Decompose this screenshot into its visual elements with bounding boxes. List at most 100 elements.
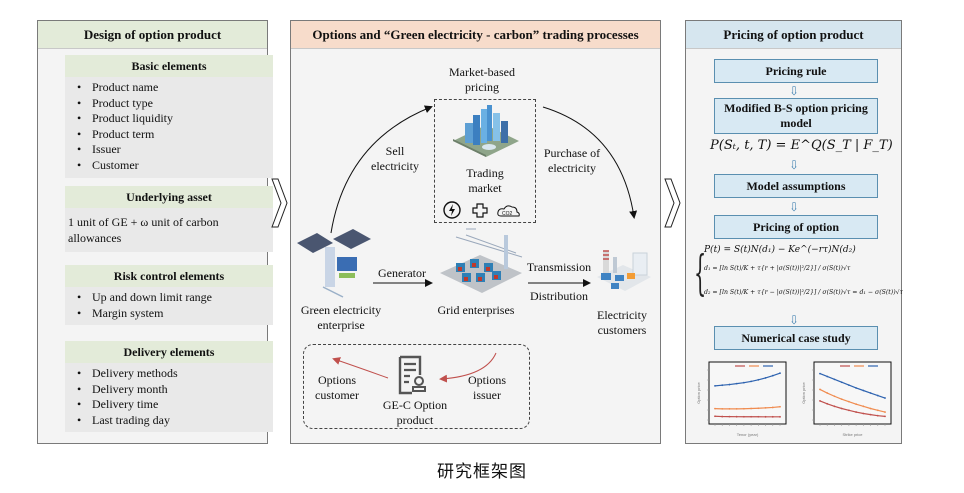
point-series-2 bbox=[884, 411, 886, 413]
point-series-2 bbox=[735, 407, 738, 410]
modified-bs-model-step: Modified B-S option pricing model bbox=[714, 98, 878, 134]
pricing-of-option-step: Pricing of option bbox=[714, 215, 878, 239]
point-series-3 bbox=[757, 378, 760, 381]
formula-d1: d₁ = [ln S(t)/K + τ{r + |σ(S(t))|²/2}] /… bbox=[704, 265, 851, 272]
point-series-3 bbox=[884, 397, 886, 399]
card-title: Underlying asset bbox=[65, 186, 273, 208]
formula-d2: d₂ = [ln S(t)/K + τ{r − |σ(S(t))|²/2}] /… bbox=[704, 289, 903, 296]
point-series-2 bbox=[750, 407, 753, 410]
point-series-1 bbox=[742, 415, 745, 418]
point-series-2 bbox=[862, 405, 865, 408]
transmission-label: Transmission bbox=[526, 260, 592, 274]
plot-area bbox=[813, 361, 892, 425]
delivery-elements-card: Delivery elements Delivery methods Deliv… bbox=[65, 341, 273, 433]
formula-p: P(t) = S(t)N(d₁) − Ke^(−rτ)N(d₂) bbox=[704, 245, 856, 255]
plot-area bbox=[708, 361, 787, 425]
point-series-2 bbox=[714, 407, 716, 410]
point-series-3 bbox=[750, 380, 753, 383]
trading-icons-row: CO2 bbox=[443, 201, 520, 219]
list-item: Delivery time bbox=[77, 397, 273, 413]
x-axis-label: Tenor (year) bbox=[737, 432, 759, 437]
down-arrow-icon: ⇩ bbox=[788, 200, 800, 214]
pricing-panel: Pricing of option product Pricing rule ⇩… bbox=[685, 20, 903, 444]
x-axis-label: Strike price bbox=[842, 432, 863, 437]
point-series-2 bbox=[826, 392, 829, 394]
list-item: Product liquidity bbox=[77, 111, 273, 127]
green-electricity-enterprise-label: Green electricity enterprise bbox=[300, 303, 382, 332]
point-series-1 bbox=[876, 414, 879, 417]
list-item: Customer bbox=[77, 158, 273, 174]
pricing-formula: P(Sₜ, t, T) = E^Q(S_T | F_T) bbox=[710, 138, 893, 153]
point-series-3 bbox=[819, 372, 821, 375]
card-title: Risk control elements bbox=[65, 265, 273, 287]
numerical-case-study-step: Numerical case study bbox=[714, 326, 878, 350]
y-axis-label: Option price bbox=[696, 381, 701, 403]
list-item: Up and down limit range bbox=[77, 290, 273, 306]
design-panel-title: Design of option product bbox=[38, 21, 267, 49]
point-series-2 bbox=[721, 408, 724, 410]
from-issuer-arrow bbox=[439, 352, 497, 383]
point-series-1 bbox=[721, 415, 724, 418]
list-item: Last trading day bbox=[77, 413, 273, 429]
down-arrow-icon: ⇩ bbox=[788, 84, 800, 98]
point-series-1 bbox=[757, 415, 760, 418]
grid-enterprises-label: Grid enterprises bbox=[437, 303, 515, 317]
trading-process-panel: Options and “Green electricity - carbon”… bbox=[290, 20, 661, 444]
point-series-3 bbox=[855, 387, 858, 389]
point-series-3 bbox=[833, 378, 836, 381]
point-series-1 bbox=[764, 415, 767, 418]
point-series-3 bbox=[869, 392, 872, 394]
sell-arc bbox=[330, 105, 433, 234]
pricing-panel-title: Pricing of option product bbox=[686, 21, 901, 49]
purchase-arc bbox=[542, 106, 638, 219]
point-series-1 bbox=[869, 413, 872, 416]
point-series-3 bbox=[764, 377, 767, 379]
point-series-1 bbox=[771, 415, 774, 418]
figure-caption: 研究框架图 bbox=[437, 462, 527, 482]
purchase-electricity-label: Purchase of electricity bbox=[543, 146, 601, 175]
underlying-asset-text: 1 unit of GE + ω unit of carbon allowanc… bbox=[68, 215, 219, 245]
point-series-1 bbox=[819, 400, 821, 402]
to-customer-arrow bbox=[332, 357, 389, 379]
trading-market-label: Trading market bbox=[466, 166, 504, 195]
line-series-3 bbox=[714, 372, 781, 387]
y-axis-label: Option price bbox=[801, 381, 806, 403]
svg-text:CO2: CO2 bbox=[502, 211, 513, 217]
list-item: Product type bbox=[77, 96, 273, 112]
line-series-1 bbox=[819, 400, 886, 417]
city-icon bbox=[453, 105, 519, 157]
options-customer-label: Options customer bbox=[315, 373, 359, 402]
list-item: Delivery month bbox=[77, 382, 273, 398]
point-series-1 bbox=[735, 415, 738, 418]
point-series-2 bbox=[819, 388, 821, 391]
point-series-3 bbox=[862, 389, 865, 392]
point-series-2 bbox=[847, 400, 850, 403]
line-series-2 bbox=[714, 406, 781, 410]
point-series-3 bbox=[847, 384, 850, 387]
trading-market-box bbox=[434, 99, 536, 223]
line-series-2 bbox=[819, 388, 886, 413]
line-series-3 bbox=[819, 373, 886, 399]
substation-icon bbox=[440, 228, 523, 293]
point-series-1 bbox=[840, 407, 843, 410]
point-series-3 bbox=[876, 394, 879, 397]
brace: { bbox=[694, 245, 707, 301]
co2-cloud-icon: CO2 bbox=[497, 205, 520, 217]
point-series-3 bbox=[771, 374, 774, 377]
list-item: Issuer bbox=[77, 142, 273, 158]
point-series-2 bbox=[771, 406, 774, 409]
point-series-1 bbox=[750, 415, 753, 418]
point-series-2 bbox=[764, 406, 767, 409]
solar-farm-icon bbox=[297, 229, 371, 298]
underlying-asset-card: Underlying asset 1 unit of GE + ω unit o… bbox=[65, 186, 273, 252]
point-series-3 bbox=[721, 384, 724, 387]
chevron-right-icon bbox=[271, 178, 288, 228]
point-series-2 bbox=[840, 398, 843, 401]
point-series-2 bbox=[855, 403, 858, 406]
list-item: Margin system bbox=[77, 306, 273, 322]
point-series-2 bbox=[869, 407, 872, 410]
point-series-3 bbox=[742, 381, 745, 384]
ge-c-option-product-label: GE-C Option product bbox=[382, 398, 448, 427]
generator-label: Generator bbox=[378, 266, 426, 280]
option-product-box bbox=[303, 344, 530, 429]
